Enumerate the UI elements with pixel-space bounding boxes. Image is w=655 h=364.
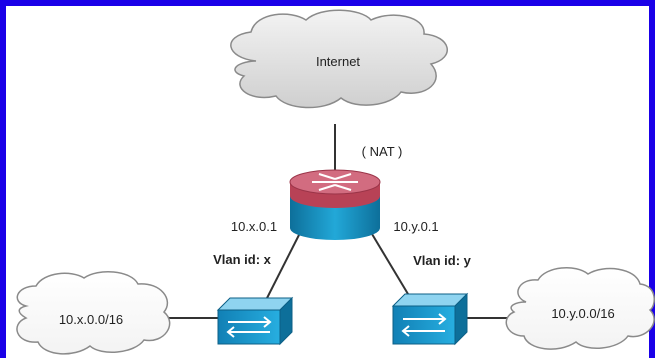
network-diagram: Internet ( NAT ) 10.x.0.1 10.y.0.1 Vlan … xyxy=(16,9,655,355)
router-left-ip: 10.x.0.1 xyxy=(231,219,277,234)
vlan-right-label: Vlan id: y xyxy=(413,253,472,268)
internet-label: Internet xyxy=(316,54,360,69)
network-left-label: 10.x.0.0/16 xyxy=(59,312,123,327)
nat-label: ( NAT ) xyxy=(362,144,403,159)
link-router-switch-left xyxy=(262,228,303,307)
network-left-cloud xyxy=(16,271,171,355)
network-right-label: 10.y.0.0/16 xyxy=(551,306,614,321)
switch-left-icon xyxy=(216,296,294,346)
router-right-ip: 10.y.0.1 xyxy=(393,219,438,234)
internet-cloud xyxy=(230,9,448,109)
router-icon xyxy=(289,169,381,240)
network-right-cloud xyxy=(505,267,655,350)
switch-right-icon xyxy=(391,292,469,346)
vlan-left-label: Vlan id: x xyxy=(213,252,272,267)
link-router-switch-right xyxy=(368,228,412,300)
